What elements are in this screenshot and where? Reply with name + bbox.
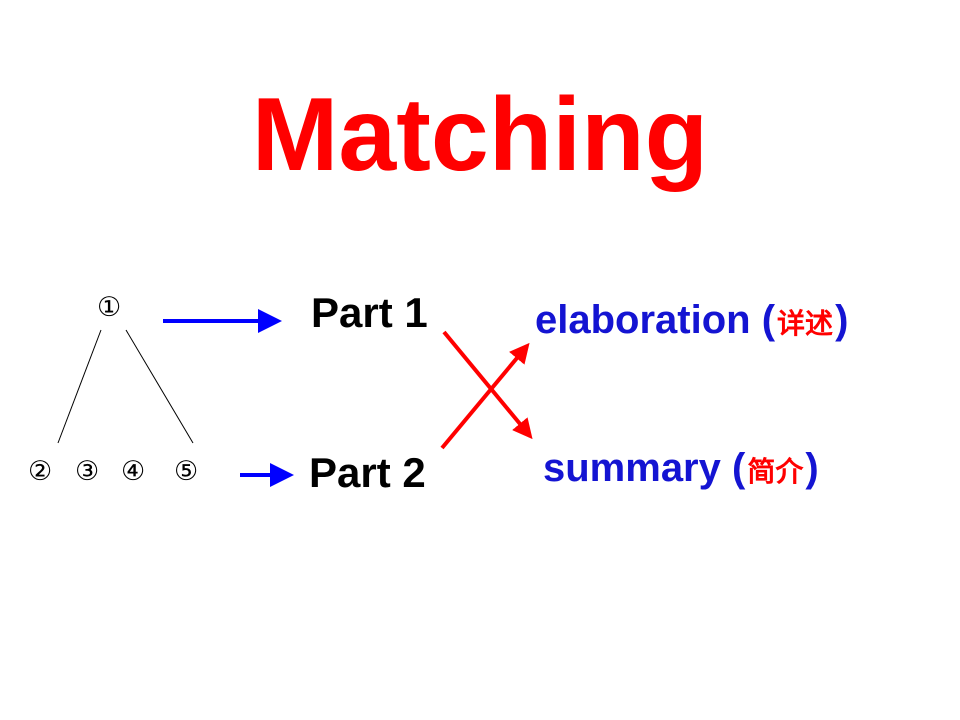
page-title: Matching [251,77,709,193]
part-2-label: Part 2 [309,449,426,496]
summary-term: summary (简介) [543,448,819,488]
summary-close-paren: ) [805,446,819,490]
tree-leaf-node: ⑤ [174,456,199,487]
arrow-part2-to-elaboration [440,342,530,450]
tree-root-node: ① [97,292,122,323]
summary-chinese: 简介 [747,455,804,488]
tree-leaf-node: ② [28,456,53,487]
tree-leaf-node: ④ [121,456,146,487]
summary-word: summary [543,446,721,490]
elaboration-chinese: 详述 [777,307,834,340]
summary-open-paren: ( [732,446,746,490]
elaboration-close-paren: ) [835,298,849,342]
elaboration-term: elaboration (详述) [535,300,848,340]
elaboration-word: elaboration [535,298,751,342]
part-1-label: Part 1 [311,289,428,336]
elaboration-open-paren: ( [761,298,776,342]
arrow-part1-to-summary [442,330,533,440]
tree-branch-left [57,329,102,444]
tree-branch-right [125,329,194,444]
tree-leaf-node: ③ [75,456,100,487]
